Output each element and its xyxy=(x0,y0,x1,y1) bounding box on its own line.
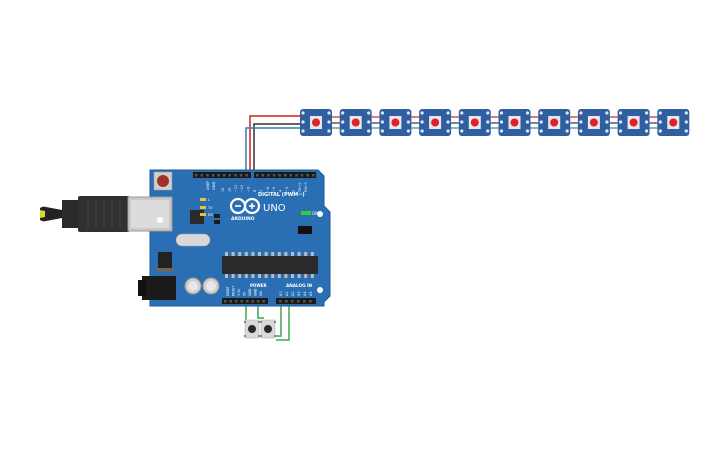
gnd-label: GND xyxy=(212,182,216,190)
model-label: UNO xyxy=(263,203,286,214)
usb-cable[interactable] xyxy=(40,196,130,232)
digital-pin-label: 2 xyxy=(291,190,295,192)
push-buttons xyxy=(244,319,276,339)
power-pin-label: RESET xyxy=(232,286,236,296)
mounting-hole xyxy=(317,211,323,217)
power-jack xyxy=(142,276,176,300)
analog-pin-label: A3 xyxy=(297,292,301,296)
tx-label: TX xyxy=(207,206,213,210)
l-label: L xyxy=(208,198,210,202)
atmega-chip xyxy=(222,252,318,278)
power-pin-label: GND xyxy=(248,288,252,296)
neopixel-led[interactable] xyxy=(657,109,690,136)
wire-data[interactable] xyxy=(245,127,302,180)
neopixel-led[interactable] xyxy=(617,109,650,136)
digital-label: DIGITAL (PWM~) xyxy=(258,192,305,198)
led-strip xyxy=(300,109,690,136)
neopixel-led[interactable] xyxy=(419,109,452,136)
neopixel-led[interactable] xyxy=(538,109,571,136)
brand-label: ARDUINO xyxy=(231,216,255,222)
power-pin-label: Vin xyxy=(259,291,263,296)
analog-pin-label: A0 xyxy=(279,292,283,296)
digital-pin-label: 4 xyxy=(279,190,283,192)
analog-pin-label: A4 xyxy=(303,292,307,296)
arduino-logo xyxy=(229,197,261,215)
digital-pin-label: ~10 xyxy=(240,185,244,192)
mounting-hole xyxy=(317,287,323,293)
mounting-hole xyxy=(157,217,163,223)
aref-label: AREF xyxy=(206,181,210,190)
digital-pin-label: TX→1 xyxy=(298,183,302,193)
power-pin-label: 3.3V xyxy=(237,288,241,296)
digital-pin-label: 13 xyxy=(221,188,225,192)
neopixel-led[interactable] xyxy=(577,109,610,136)
power-pin-label: IOREF xyxy=(226,286,230,296)
digital-pin-label: RX←0 xyxy=(304,182,308,192)
digital-pin-label: ~6 xyxy=(266,187,270,192)
digital-pin-label: 7 xyxy=(259,190,263,192)
analog-header[interactable] xyxy=(276,298,316,304)
neopixel-led[interactable] xyxy=(458,109,491,136)
analog-label: ANALOG IN xyxy=(286,283,313,288)
digital-pin-label: ~11 xyxy=(234,185,238,192)
voltage-regulator xyxy=(158,252,172,268)
rx-label: RX xyxy=(208,213,213,217)
push-button[interactable] xyxy=(244,319,260,339)
power-label: POWER xyxy=(250,283,267,288)
reset-button[interactable] xyxy=(153,171,173,191)
analog-pin-label: A5 xyxy=(309,292,313,296)
power-header[interactable] xyxy=(222,298,268,304)
neopixel-led[interactable] xyxy=(300,109,332,136)
wire-power[interactable] xyxy=(249,115,302,180)
push-button[interactable] xyxy=(260,319,276,339)
usb-chip xyxy=(190,210,204,224)
wire-ground[interactable] xyxy=(253,123,302,180)
power-pin-label: GND xyxy=(254,288,258,296)
digital-pin-label: ~5 xyxy=(272,187,276,192)
digital-pin-label: ~9 xyxy=(247,187,251,192)
power-pin-label: 5V xyxy=(243,291,247,296)
l-led xyxy=(200,198,206,201)
analog-pin-label: A1 xyxy=(285,292,289,296)
digital-pin-label: 8 xyxy=(253,190,257,192)
neopixel-led[interactable] xyxy=(379,109,412,136)
wire-button-a2[interactable] xyxy=(276,300,290,341)
digital-pin-label: 12 xyxy=(227,188,231,192)
digital-pin-label: ~3 xyxy=(285,187,289,192)
crystal-oscillator xyxy=(175,233,211,247)
neopixel-led[interactable] xyxy=(339,109,372,136)
on-led xyxy=(301,211,311,215)
tx-led xyxy=(200,206,206,209)
analog-pin-label: A2 xyxy=(291,292,295,296)
icsp-header xyxy=(298,226,312,234)
neopixel-led[interactable] xyxy=(498,109,531,136)
digital-header[interactable] xyxy=(193,172,316,178)
on-label: ON xyxy=(312,211,318,216)
rx-led xyxy=(200,213,206,216)
